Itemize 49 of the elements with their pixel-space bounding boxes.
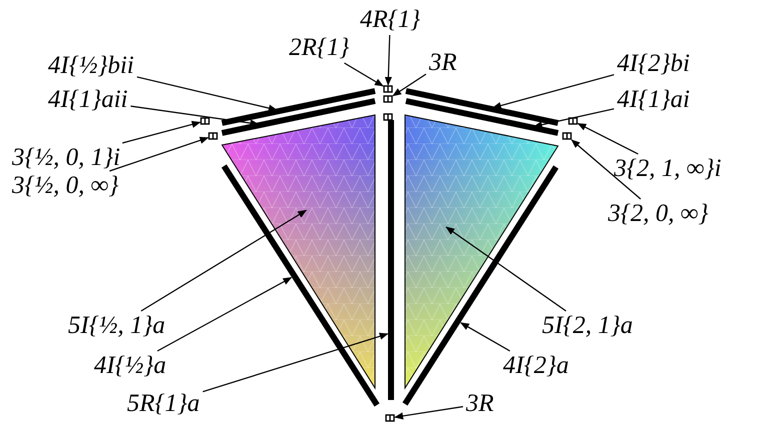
- math-label: 4I{½}bii: [48, 52, 134, 80]
- leader-arrow: [492, 74, 614, 110]
- thick-bar: [221, 88, 376, 126]
- math-label: 5I{2, 1}a: [542, 312, 633, 340]
- math-label: 5R{1}a: [127, 390, 200, 418]
- leader-arrow: [122, 120, 201, 144]
- leader-arrow: [394, 406, 464, 420]
- math-label: 4I{1}aii: [48, 86, 128, 114]
- leader-arrow: [202, 332, 389, 392]
- leader-arrow: [460, 322, 510, 352]
- leader-arrow: [446, 226, 566, 312]
- thick-bar: [405, 98, 559, 136]
- thick-bar: [405, 88, 559, 126]
- math-label: 4R{1}: [360, 6, 420, 34]
- math-label: 3R: [466, 390, 494, 418]
- leader-arrow: [571, 139, 641, 200]
- leader-arrow: [157, 277, 292, 352]
- gradient-triangle: [221, 114, 376, 390]
- math-label: 3{½, 0, ∞}: [12, 172, 119, 200]
- thick-bar: [221, 98, 376, 136]
- math-label: 2R{1}: [289, 34, 350, 62]
- math-label: 5I{½, 1}a: [68, 312, 166, 340]
- point-marker-icon: [568, 117, 578, 125]
- point-marker-icon: [562, 132, 572, 140]
- point-marker-icon: [383, 95, 393, 103]
- math-label: 4I{½}a: [94, 352, 166, 380]
- math-label: 3{2, 1, ∞}i: [614, 155, 722, 183]
- point-marker-icon: [200, 117, 210, 125]
- math-label: 4I{2}bi: [617, 50, 690, 78]
- leader-arrow: [136, 76, 278, 112]
- point-marker-icon: [383, 113, 393, 121]
- math-label: 3{½, 0, 1}i: [12, 144, 120, 172]
- math-label: 4I{1}ai: [617, 86, 690, 114]
- leader-arrow: [533, 108, 614, 128]
- point-marker-icon: [383, 85, 393, 93]
- point-marker-icon: [208, 132, 218, 140]
- leader-arrow: [577, 122, 638, 155]
- leader-arrow: [140, 210, 307, 312]
- thick-bar: [221, 164, 380, 407]
- math-label: 4I{2}a: [503, 352, 569, 380]
- leader-arrow: [384, 34, 392, 86]
- leader-arrow: [344, 62, 384, 87]
- leader-arrow: [392, 74, 426, 96]
- point-marker-icon: [385, 414, 395, 422]
- thick-bar: [388, 120, 394, 400]
- leader-arrow: [130, 106, 260, 127]
- math-label: 3R: [429, 49, 457, 77]
- leader-arrow: [109, 136, 209, 172]
- math-label: 3{2, 0, ∞}: [608, 200, 708, 228]
